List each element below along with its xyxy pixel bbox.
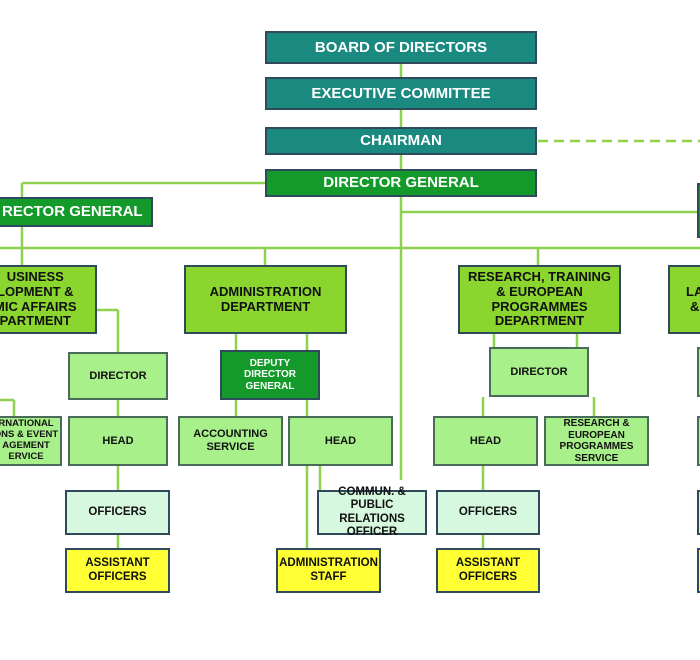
officers-business-label: OFFICERS [88, 505, 147, 518]
officers-research-label: OFFICERS [458, 505, 518, 518]
director-general-box: DIRECTOR GENERAL [265, 169, 537, 197]
chairman-box: CHAIRMAN [265, 127, 537, 155]
right-partial-assistant-box [697, 548, 700, 593]
accounting-label: ACCOUNTING SERVICE [193, 428, 268, 453]
assistant-business-label: ASSISTANT OFFICERS [85, 557, 150, 583]
business-dept-label: USINESS LOPMENT & MIC AFFAIRS PARTMENT [0, 268, 77, 329]
right-department-box: LA & [668, 265, 700, 334]
right-dept-label: LA & [686, 283, 700, 314]
director-general-label: DIRECTOR GENERAL [323, 174, 479, 192]
head-admin-label: HEAD [324, 434, 357, 447]
accounting-service-box: ACCOUNTING SERVICE [178, 416, 283, 466]
international-relations-box: RNATIONAL ONS & EVENT AGEMENT ERVICE [0, 416, 62, 466]
officers-business-box: OFFICERS [65, 490, 170, 535]
head-business-label: HEAD [102, 434, 134, 447]
head-research-label: HEAD [469, 434, 502, 447]
chairman-label: CHAIRMAN [360, 132, 442, 150]
intl-relations-label: RNATIONAL ONS & EVENT AGEMENT ERVICE [0, 418, 59, 462]
assistant-officers-business-box: ASSISTANT OFFICERS [65, 548, 170, 593]
executive-committee-box: EXECUTIVE COMMITTEE [265, 77, 537, 110]
assistant-officers-research-box: ASSISTANT OFFICERS [436, 548, 540, 593]
right-partial-officers-box [697, 490, 700, 535]
director-business-box: DIRECTOR [68, 352, 168, 400]
commun-officer-label: COMMUN. & PUBLIC RELATIONS OFFICER [338, 486, 406, 538]
head-business-box: HEAD [68, 416, 168, 466]
assistant-research-label: ASSISTANT OFFICERS [455, 557, 521, 583]
research-dept-label: RESEARCH, TRAINING & EUROPEAN PROGRAMMES… [467, 268, 611, 329]
research-department-box: RESEARCH, TRAINING & EUROPEAN PROGRAMMES… [458, 265, 621, 334]
director-business-label: DIRECTOR [89, 369, 147, 382]
board-label: BOARD OF DIRECTORS [314, 38, 488, 56]
right-partial-director-box [697, 347, 700, 397]
business-department-box: USINESS LOPMENT & MIC AFFAIRS PARTMENT [0, 265, 97, 334]
administration-staff-box: ADMINISTRATION STAFF [276, 548, 381, 593]
head-admin-box: HEAD [288, 416, 393, 466]
deputy-dg-admin-label: DEPUTY DIRECTOR GENERAL [243, 357, 297, 392]
deputy-dg-left-label: RECTOR GENERAL [2, 203, 143, 221]
deputy-director-general-admin-box: DEPUTY DIRECTOR GENERAL [220, 350, 320, 400]
right-partial-head-box [697, 416, 700, 466]
officers-research-box: OFFICERS [436, 490, 540, 535]
director-research-box: DIRECTOR [489, 347, 589, 397]
communication-officer-box: COMMUN. & PUBLIC RELATIONS OFFICER [317, 486, 427, 538]
research-service-box: RESEARCH & EUROPEAN PROGRAMMES SERVICE [544, 416, 649, 466]
administration-department-box: ADMINISTRATION DEPARTMENT [184, 265, 347, 334]
admin-staff-label: ADMINISTRATION STAFF [279, 557, 378, 583]
director-research-label: DIRECTOR [510, 365, 568, 378]
board-of-directors-box: BOARD OF DIRECTORS [265, 31, 537, 64]
research-service-label: RESEARCH & EUROPEAN PROGRAMMES SERVICE [559, 418, 634, 464]
executive-label: EXECUTIVE COMMITTEE [311, 84, 491, 102]
deputy-director-general-left-box: RECTOR GENERAL [0, 197, 153, 227]
head-research-box: HEAD [433, 416, 538, 466]
right-partial-box [697, 183, 700, 238]
admin-dept-label: ADMINISTRATION DEPARTMENT [209, 283, 322, 314]
